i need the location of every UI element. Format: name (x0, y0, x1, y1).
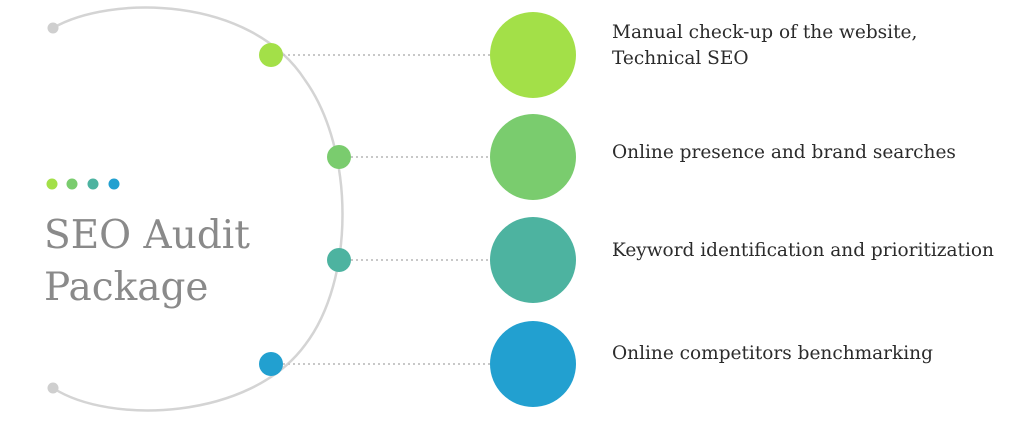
decor-dot-1 (46, 178, 58, 190)
step-circle-1 (490, 12, 576, 98)
decor-dot-4 (108, 178, 120, 190)
arc-end-dot-bottom (47, 382, 59, 394)
title-line-1: SEO Audit (44, 213, 250, 258)
step-text-2: Online presence and brand searches (612, 140, 956, 166)
arc-end-dot-top (47, 22, 59, 34)
step-circle-3 (490, 217, 576, 303)
step-2-line-1: Online presence and brand searches (612, 142, 956, 163)
step-1-line-2: Technical SEO (612, 48, 749, 69)
step-circle-2 (490, 114, 576, 200)
step-text-4: Online competitors benchmarking (612, 341, 933, 367)
step-marker-4 (259, 352, 283, 376)
step-circle-4 (490, 321, 576, 407)
step-4-line-1: Online competitors benchmarking (612, 343, 933, 364)
timeline-arc (52, 6, 344, 412)
step-text-3: Keyword identification and prioritizatio… (612, 238, 994, 264)
step-3-line-1: Keyword identification and prioritizatio… (612, 240, 994, 261)
step-text-1: Manual check-up of the website, Technica… (612, 20, 917, 72)
title-line-2: Package (44, 265, 209, 310)
step-marker-1 (259, 43, 283, 67)
decor-dot-2 (66, 178, 78, 190)
step-marker-3 (327, 248, 351, 272)
step-1-line-1: Manual check-up of the website, (612, 22, 918, 43)
step-marker-2 (327, 145, 351, 169)
decor-dot-3 (87, 178, 99, 190)
